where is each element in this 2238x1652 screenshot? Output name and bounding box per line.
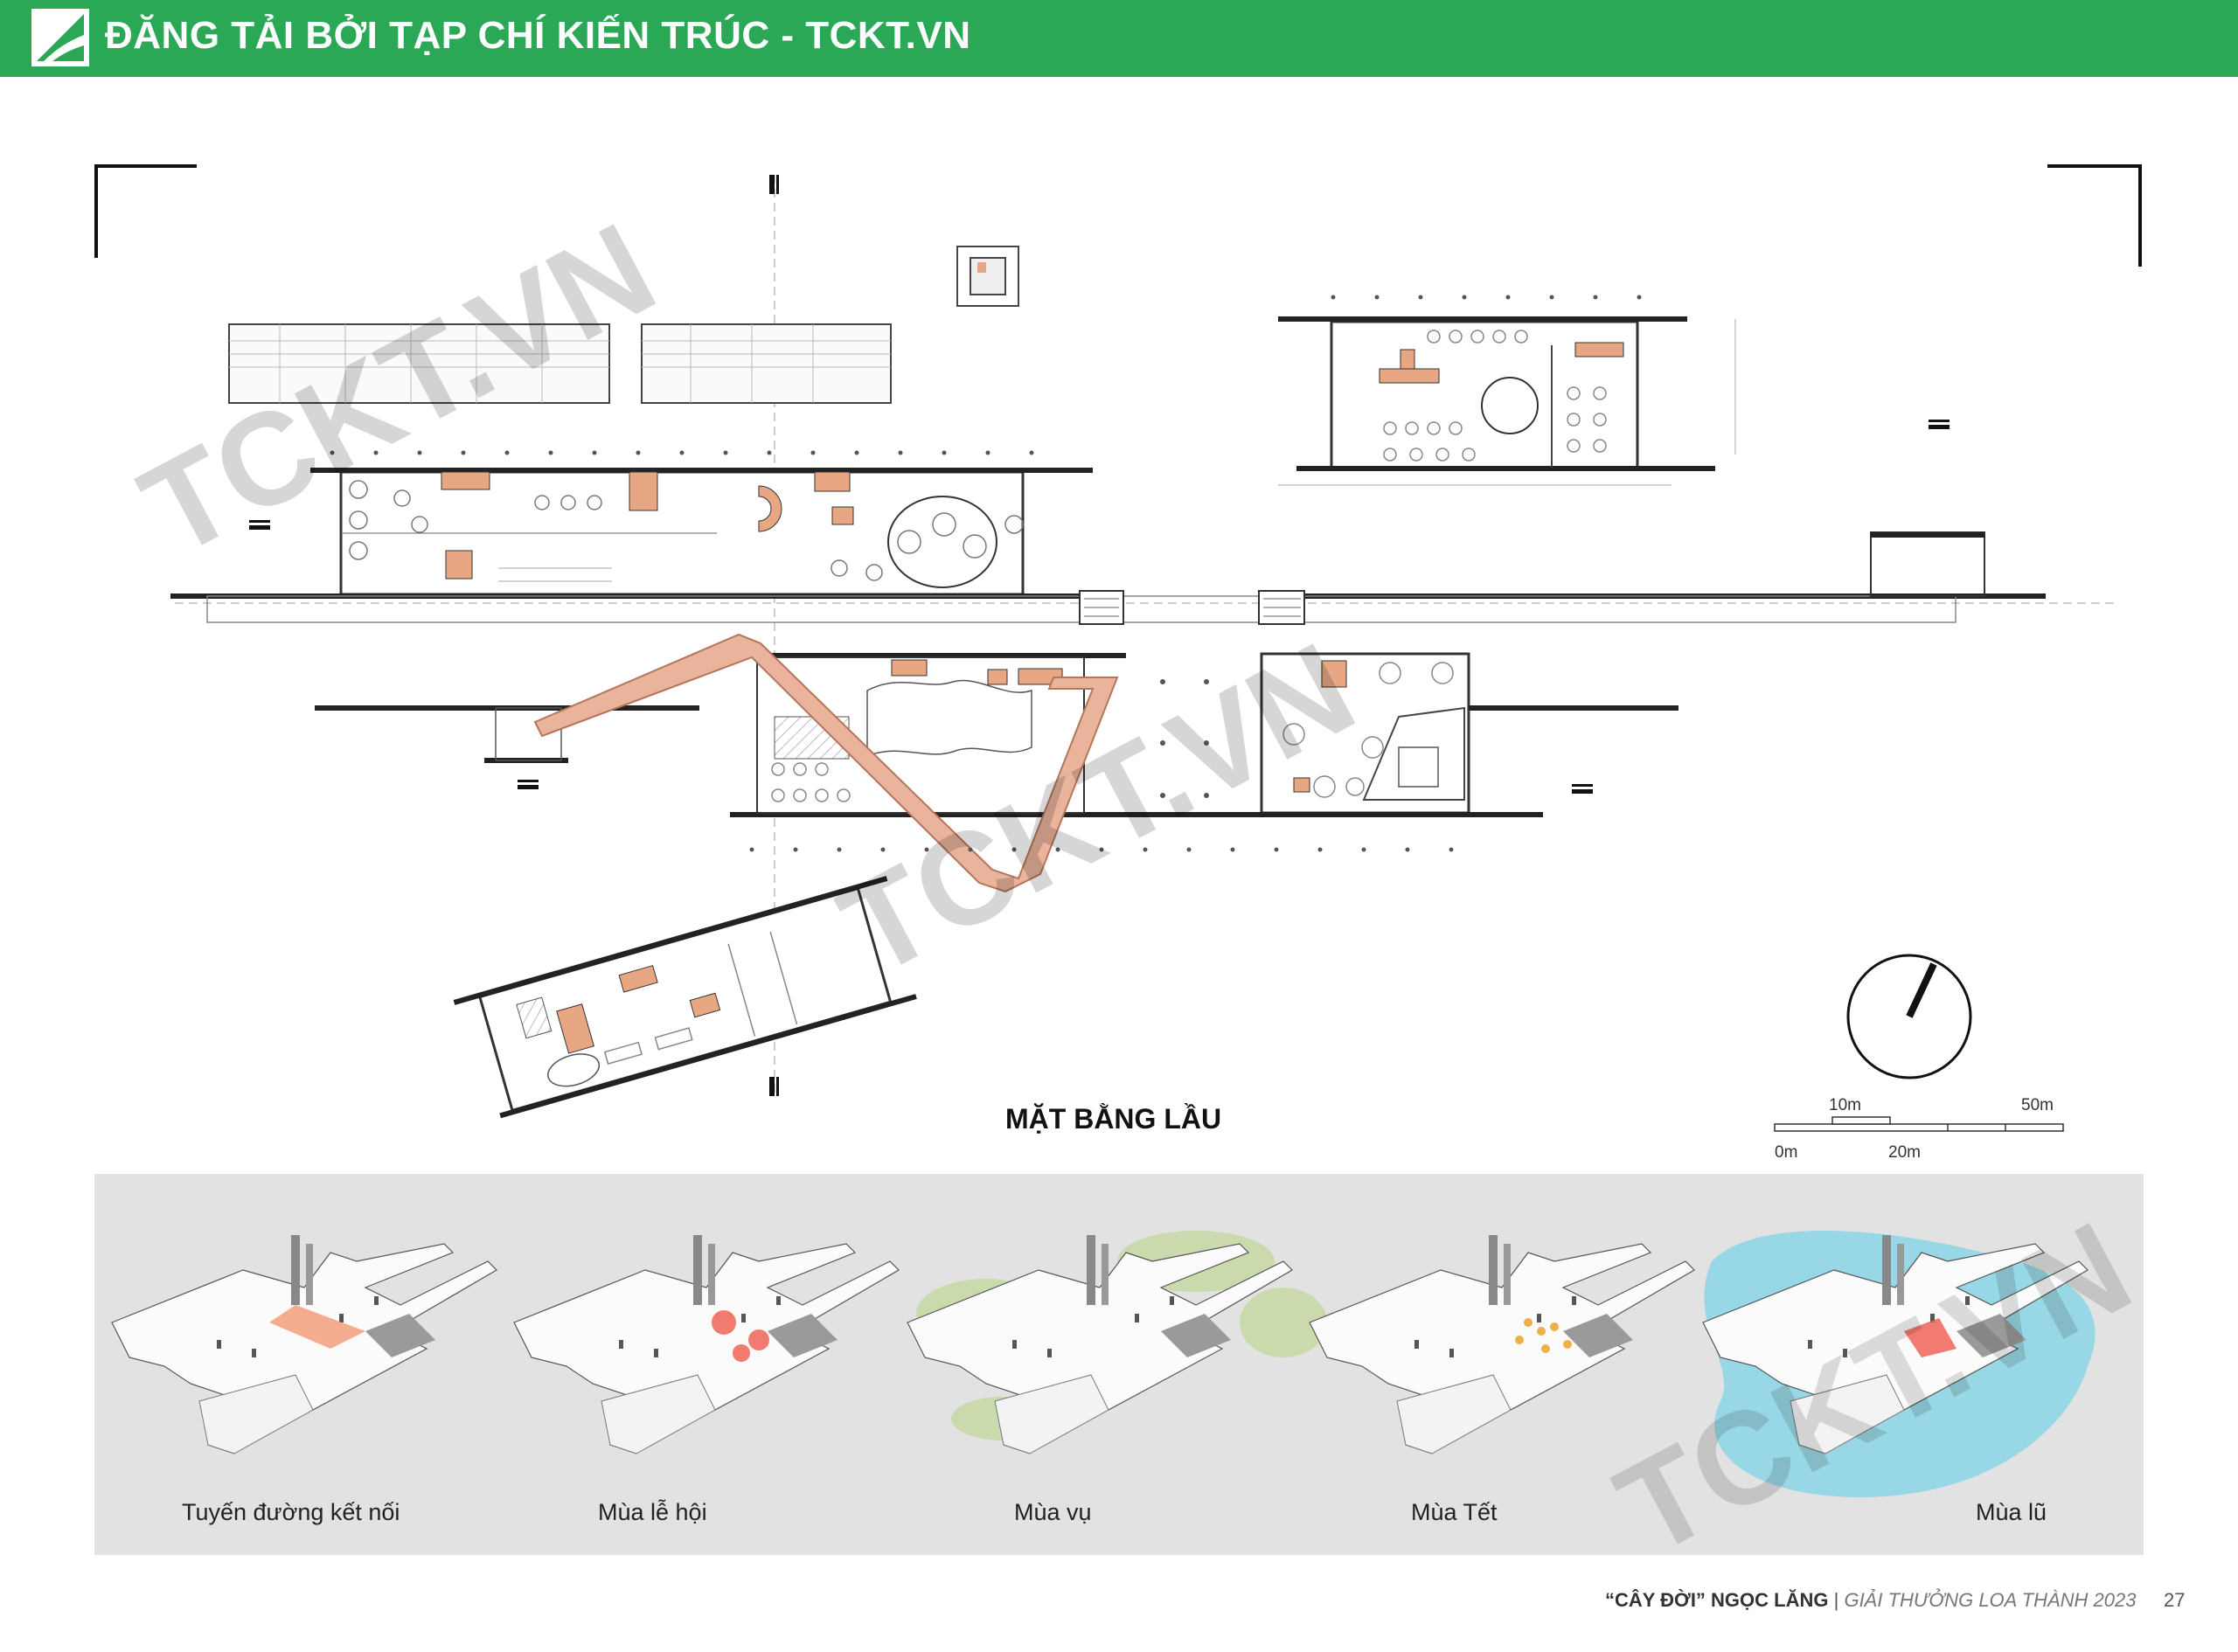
caption-mua-vu: Mùa vụ (1014, 1499, 1092, 1525)
roof-block-1 (228, 323, 610, 404)
section-markers (249, 175, 1950, 1096)
scale-label-10m: 10m (1829, 1096, 1861, 1114)
footer: “CÂY ĐỜI” NGỌC LĂNG | GIẢI THƯỞNG LOA TH… (1605, 1589, 2136, 1612)
scale-label-50m: 50m (2021, 1096, 2054, 1114)
caption-mua-tet: Mùa Tết (1411, 1499, 1498, 1525)
axo-mua-le-hoi (513, 1234, 900, 1454)
building-east-upper (1278, 316, 1736, 486)
key-plan (956, 246, 1019, 307)
watermark: TCKT.VN TCKT.VN (119, 195, 1376, 1004)
axo-tuyen-duong-ket-noi (111, 1234, 497, 1454)
seasonal-axonometrics: TCKT.VN (111, 1194, 2152, 1583)
floor-plan-drawing: TCKT.VN TCKT.VN (94, 164, 2142, 1132)
caption-mua-le-hoi: Mùa lễ hội (598, 1499, 707, 1525)
footer-project: “CÂY ĐỜI” NGỌC LĂNG (1605, 1589, 1829, 1611)
building-west-upper (310, 468, 1093, 596)
axis-lines (175, 175, 2116, 1093)
frame-corner-left (94, 164, 197, 258)
banner-title: ĐĂNG TẢI BỞI TẠP CHÍ KIẾN TRÚC - TCKT.VN (105, 14, 971, 57)
seasonal-diagram-panel: TCKT.VN (94, 1174, 2152, 1583)
plan-title: MẶT BẰNG LẦU (1005, 1103, 1222, 1135)
north-arrow-icon (1846, 954, 1972, 1079)
axo-mua-lu (1702, 1231, 2096, 1497)
footer-award: GIẢI THƯỞNG LOA THÀNH 2023 (1844, 1589, 2137, 1611)
column-dots (330, 295, 1642, 852)
scale-label-20m: 20m (1888, 1143, 1921, 1162)
building-east-middle (1176, 652, 1678, 817)
scale-bar (1774, 1116, 2064, 1132)
page-number: 27 (2164, 1589, 2186, 1611)
roof-block-2 (641, 323, 892, 404)
frame-corner-right (2047, 164, 2142, 267)
caption-mua-lu: Mùa lũ (1976, 1499, 2047, 1525)
scale-label-0m: 0m (1775, 1143, 1798, 1162)
walkway-main (170, 531, 2046, 625)
axo-mua-vu (907, 1231, 1327, 1454)
building-south-angled (453, 876, 917, 1119)
building-central (315, 653, 1176, 817)
tckt-logo-icon (31, 9, 89, 66)
pedestrian-path (533, 633, 1119, 893)
footer-separator: | (1833, 1589, 1839, 1611)
axo-mua-tet (1309, 1234, 1695, 1454)
header-banner: ĐĂNG TẢI BỞI TẠP CHÍ KIẾN TRÚC - TCKT.VN (0, 0, 2238, 77)
caption-tuyen-duong-ket-noi: Tuyến đường kết nối (182, 1499, 400, 1525)
